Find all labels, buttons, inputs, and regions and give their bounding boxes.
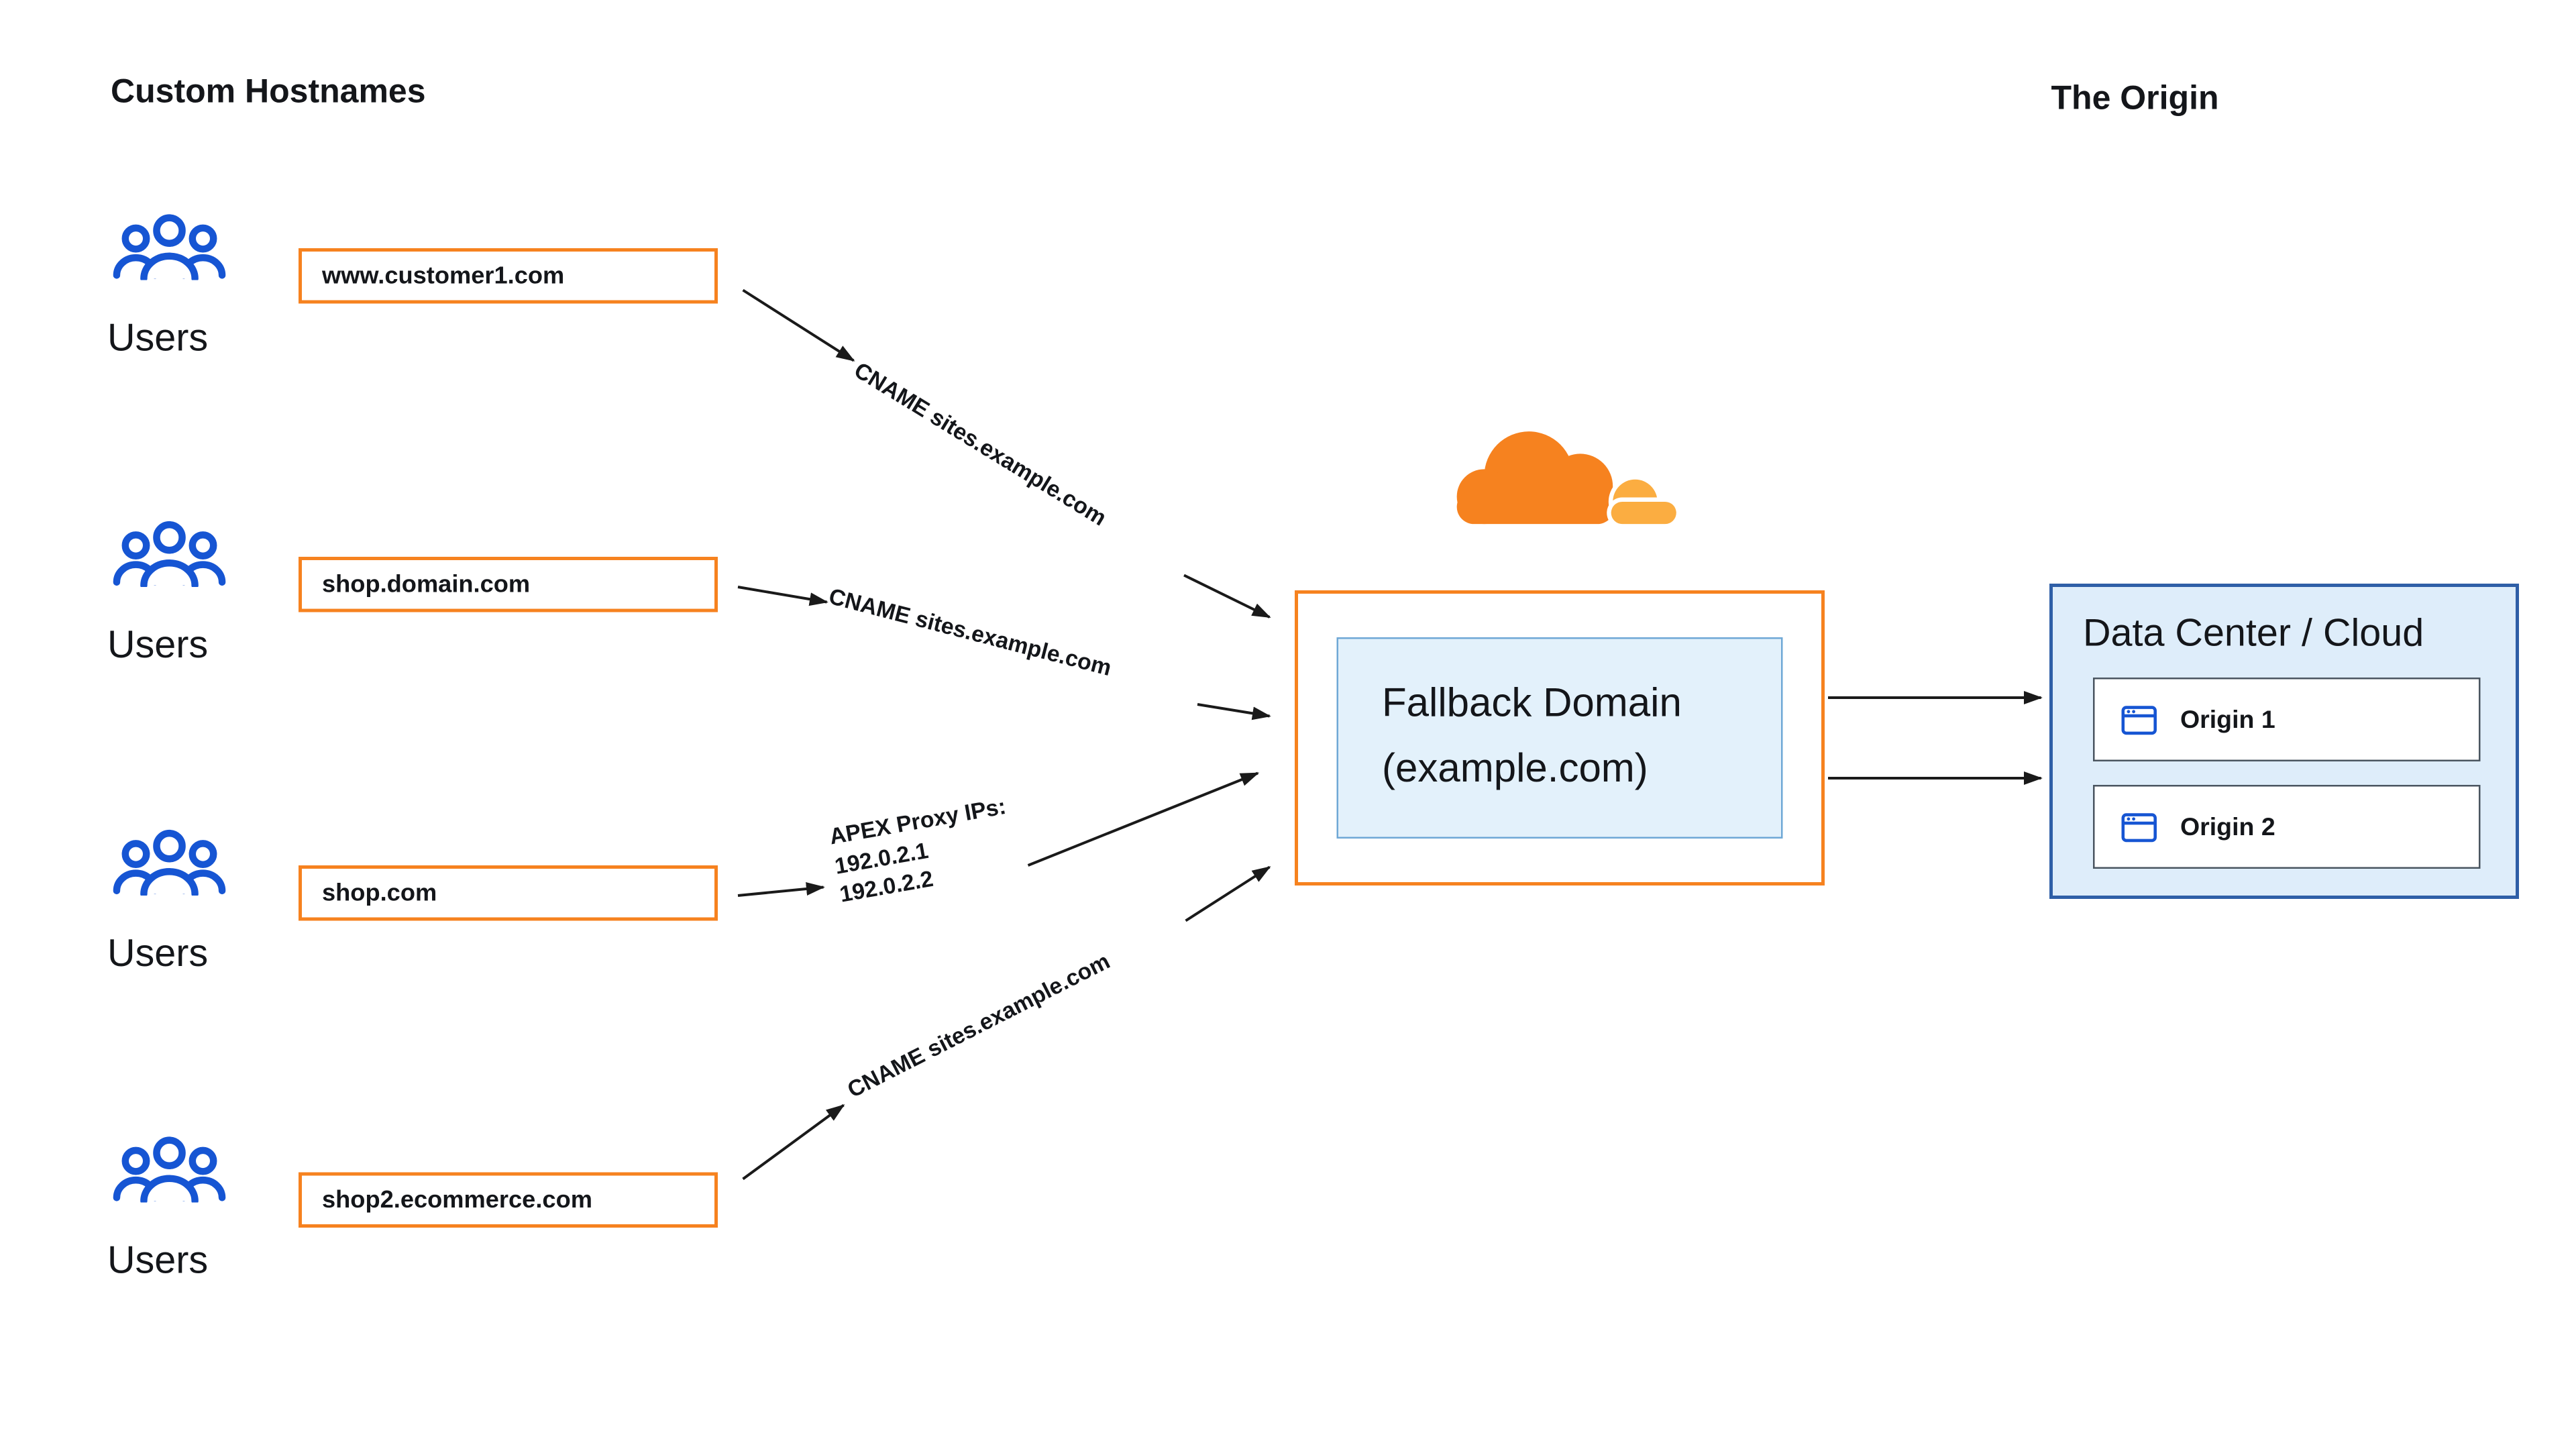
fallback-domain-line2: (example.com) — [1382, 746, 1648, 792]
origin-2-label: Origin 2 — [2180, 812, 2275, 841]
arrow-row4-b — [1185, 865, 1271, 922]
fallback-domain-box: Fallback Domain (example.com) — [1336, 637, 1783, 839]
arrow-row3-a — [737, 882, 825, 897]
hostname-box-shop2: shop2.ecommerce.com — [299, 1172, 718, 1228]
fallback-domain-line1: Fallback Domain — [1382, 681, 1682, 727]
data-center-panel: Data Center / Cloud Origin 1 Origin 2 — [2049, 584, 2519, 899]
users-label-1: Users — [107, 315, 209, 359]
browser-window-icon — [2121, 812, 2157, 841]
cloudflare-logo — [1456, 431, 1681, 529]
hostname-box-shop-domain: shop.domain.com — [299, 557, 718, 612]
users-group-icon — [113, 214, 226, 280]
arrow-row4-a — [742, 1104, 845, 1181]
origin-1-box: Origin 1 — [2093, 678, 2481, 761]
arrow-row1-b — [1183, 574, 1271, 619]
users-group-icon — [113, 1136, 226, 1203]
the-origin-title: The Origin — [2051, 80, 2219, 117]
hostname-box-shop: shop.com — [299, 865, 718, 921]
users-label-4: Users — [107, 1238, 209, 1281]
origin-2-box: Origin 2 — [2093, 785, 2481, 869]
arrow-row2-b — [1197, 703, 1271, 720]
origin-1-label: Origin 1 — [2180, 705, 2275, 734]
custom-hostnames-title: Custom Hostnames — [111, 74, 426, 111]
users-label-2: Users — [107, 622, 209, 666]
data-center-title: Data Center / Cloud — [2083, 610, 2424, 654]
arrow-row3-b — [1027, 771, 1260, 867]
hostname-box-customer1: www.customer1.com — [299, 248, 718, 304]
browser-window-icon — [2121, 705, 2157, 734]
users-label-3: Users — [107, 930, 209, 975]
users-group-icon — [113, 521, 226, 587]
arrow-row1-a — [742, 288, 855, 362]
arrow-row2-a — [737, 586, 828, 606]
users-group-icon — [113, 829, 226, 896]
